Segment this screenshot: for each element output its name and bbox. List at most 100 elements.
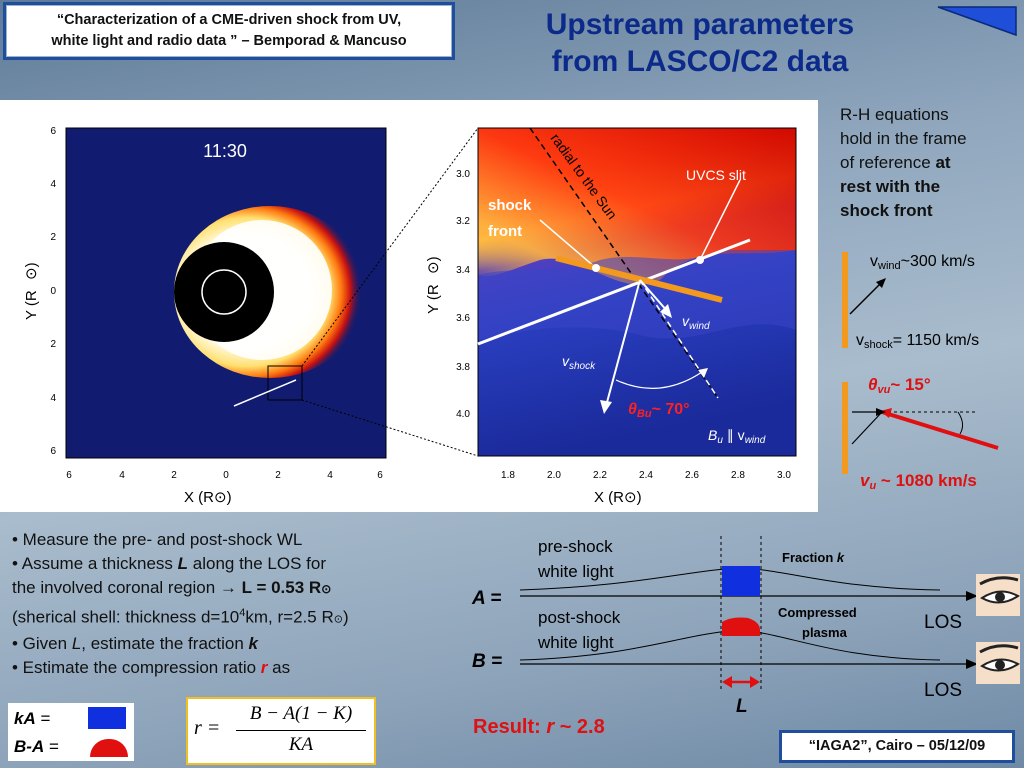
- vshock-text: vshock= 1150 km/s: [856, 332, 979, 351]
- svg-text:6: 6: [377, 470, 383, 481]
- citation-line-1: “Characterization of a CME-driven shock …: [56, 12, 402, 28]
- fraction-label: Fraction k: [782, 550, 845, 565]
- svg-text:2: 2: [171, 470, 177, 481]
- time-label: 11:30: [203, 141, 247, 161]
- zoom-x-ticks: 1.8 2.0 2.2 2.4 2.6 2.8 3.0: [501, 470, 791, 481]
- svg-text:4: 4: [50, 179, 56, 190]
- title-line-1: Upstream parameters: [545, 8, 855, 41]
- svg-text:⊙): ⊙): [23, 262, 40, 280]
- radial-line: [529, 127, 719, 399]
- los-label-1: LOS: [924, 612, 962, 633]
- zoom-bu-label: Bu ∥ vwind: [708, 427, 766, 446]
- bullet-region: the involved coronal region → L = 0.53 R…: [12, 578, 332, 597]
- bullet-shell: (sherical shell: thickness d=104km, r=2.…: [12, 607, 349, 627]
- result-text: Result: r ~ 2.8: [473, 716, 605, 738]
- svg-text:3.2: 3.2: [456, 216, 470, 227]
- left-x-ticks: 6 4 2 0 2 4 6: [66, 470, 383, 481]
- svg-text:2: 2: [50, 232, 56, 243]
- vu-text: vu ~ 1080 km/s: [860, 471, 977, 492]
- zoom-y-ticks: 3.0 3.2 3.4 3.6 3.8 4.0: [456, 169, 470, 420]
- uvcs-slit-line: [477, 238, 751, 346]
- uvcs-slit-label: UVCS slit: [686, 167, 746, 183]
- svg-text:3.0: 3.0: [777, 470, 791, 481]
- compressed-plasma-block: [722, 617, 760, 636]
- occulter-disk: [174, 242, 274, 342]
- svg-text:2.0: 2.0: [547, 470, 561, 481]
- eye-icon-2: [976, 642, 1020, 684]
- svg-text:4.0: 4.0: [456, 409, 470, 420]
- svg-text:6: 6: [66, 470, 72, 481]
- shock-front-bar: [555, 255, 723, 303]
- bullet-measure: • Measure the pre- and post-shock WL: [12, 530, 303, 549]
- svg-text:4: 4: [327, 470, 333, 481]
- svg-text:2.6: 2.6: [685, 470, 699, 481]
- title-line-2: from LASCO/C2 data: [551, 45, 849, 78]
- eye-icon: [976, 574, 1020, 616]
- b-label: B =: [472, 651, 502, 672]
- pre-shock-label-1: pre-shock: [538, 537, 613, 556]
- lasco-figure: 11:30 6 4 2 0 2 4 6 6 4 2 0 2 4 6 X (R ⊙…: [0, 100, 818, 512]
- svg-text:2: 2: [50, 339, 56, 350]
- citation-box: “Characterization of a CME-driven shock …: [6, 5, 452, 57]
- svg-text:0: 0: [50, 286, 56, 297]
- shock-bar-top: [842, 252, 848, 348]
- legend-ba: B-A =: [14, 737, 59, 756]
- svg-text:0: 0: [223, 470, 229, 481]
- left-y-ticks: 6 4 2 0 2 4 6: [50, 126, 56, 457]
- legend-box: kA = B-A =: [8, 703, 134, 761]
- zoom-vwind-label: vwind: [682, 313, 710, 332]
- compressed-label-1: Compressed: [778, 605, 857, 620]
- shock-front-label-1: shock: [488, 197, 532, 214]
- corner-triangle-icon: [937, 6, 1017, 37]
- post-shock-label-1: post-shock: [538, 608, 621, 627]
- vector-diagrams: vwind~300 km/s vshock= 1150 km/s θvu~ 15…: [842, 252, 999, 492]
- footer-box: “IAGA2”, Cairo – 05/12/09: [782, 733, 1012, 760]
- method-bullets: • Measure the pre- and post-shock WL • A…: [12, 528, 472, 680]
- bullet-thickness: • Assume a thickness L along the LOS for: [12, 554, 327, 573]
- vwind-text: vwind~300 km/s: [870, 253, 975, 272]
- l-label: L: [736, 696, 748, 717]
- svg-text:2: 2: [275, 470, 281, 481]
- footer-text: “IAGA2”, Cairo – 05/12/09: [808, 738, 986, 754]
- shock-bar-bottom: [842, 382, 848, 474]
- svg-text:3.8: 3.8: [456, 362, 470, 373]
- bullet-ratio: • Estimate the compression ratio r as: [12, 657, 291, 677]
- pre-shock-label-2: white light: [537, 562, 614, 581]
- svg-text:2.2: 2.2: [593, 470, 607, 481]
- svg-text:3.6: 3.6: [456, 313, 470, 324]
- compression-formula: r = B − A(1 − K) KA: [186, 697, 376, 765]
- zoom-x-axis-label: X (R: [594, 489, 624, 506]
- zoom-region-box: [267, 365, 303, 401]
- svg-text:6: 6: [50, 126, 56, 137]
- svg-text:2.4: 2.4: [639, 470, 653, 481]
- zoom-vshock-label: vshock: [562, 353, 596, 372]
- svg-text:6: 6: [50, 446, 56, 457]
- bullet-fraction: • Given L, estimate the fraction k: [12, 633, 258, 653]
- theta-vu-text: θvu~ 15°: [868, 375, 931, 396]
- left-x-axis-label: X (R: [184, 489, 214, 506]
- svg-text:4: 4: [119, 470, 125, 481]
- post-shock-label-2: white light: [537, 633, 614, 652]
- sun-limb-circle: [201, 269, 247, 315]
- blue-fraction-swatch: [88, 707, 126, 729]
- a-label: A =: [471, 588, 501, 609]
- rh-description: R-H equations hold in the frame of refer…: [840, 105, 967, 220]
- legend-ka: kA =: [14, 709, 51, 728]
- red-compressed-swatch: [90, 739, 128, 757]
- zoom-y-axis-label: Y (R: [425, 284, 442, 314]
- svg-text:2.8: 2.8: [731, 470, 745, 481]
- svg-text:4: 4: [50, 393, 56, 404]
- fraction-block: [722, 566, 760, 596]
- los-label-2: LOS: [924, 680, 962, 701]
- slide-title: Upstream parameters from LASCO/C2 data: [490, 6, 910, 80]
- left-y-axis-label: Y (R: [23, 290, 40, 320]
- svg-text:⊙): ⊙): [624, 489, 642, 506]
- shock-front-label-2: front: [488, 223, 522, 240]
- compressed-label-2: plasma: [802, 625, 848, 640]
- svg-text:3.0: 3.0: [456, 169, 470, 180]
- svg-text:⊙): ⊙): [425, 256, 442, 274]
- svg-text:1.8: 1.8: [501, 470, 515, 481]
- zoom-theta-label: θBu~ 70°: [628, 401, 690, 420]
- svg-text:⊙): ⊙): [214, 489, 232, 506]
- svg-text:3.4: 3.4: [456, 265, 470, 276]
